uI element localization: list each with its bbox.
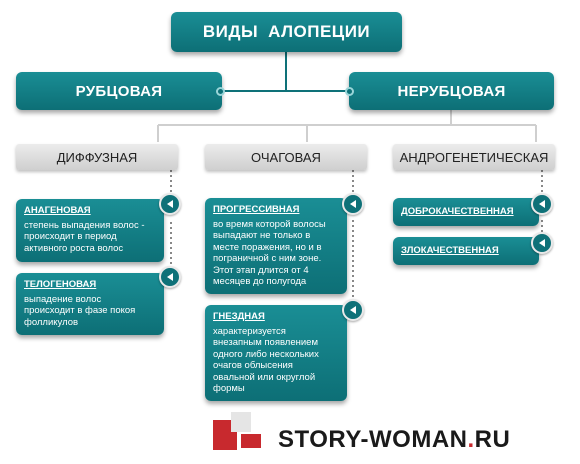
arrow-left-icon bbox=[159, 266, 181, 288]
logo-name: STORY-WOMAN bbox=[278, 426, 468, 453]
card-benign-heading: ДОБРОКАЧЕСТВЕННАЯ bbox=[401, 206, 514, 218]
diagram-title: ВИДЫ АЛОПЕЦИИ bbox=[171, 12, 402, 52]
card-telogen: ТЕЛОГЕНОВАЯ выпадение волос происходит в… bbox=[16, 273, 164, 335]
site-logo-text[interactable]: STORY-WOMAN.RU bbox=[278, 426, 510, 454]
card-nested-heading: ГНЕЗДНАЯ bbox=[213, 311, 265, 322]
logo-dot: . bbox=[467, 426, 475, 453]
subtype-androgenetic-label: АНДРОГЕНЕТИЧЕСКАЯ bbox=[399, 149, 549, 165]
card-progressive-heading: ПРОГРЕССИВНАЯ bbox=[213, 204, 300, 215]
connector-dot-icon bbox=[216, 87, 225, 96]
card-anagen-heading: АНАГЕНОВАЯ bbox=[24, 205, 91, 216]
category-non-scarring: НЕРУБЦОВАЯ bbox=[349, 72, 554, 110]
card-telogen-text: выпадение волос происходит в фазе покоя … bbox=[24, 293, 136, 328]
arrow-left-icon bbox=[531, 193, 553, 215]
story-woman-logo-icon bbox=[213, 412, 261, 450]
title-word-1: ВИДЫ bbox=[202, 22, 259, 41]
subtype-diffuse: ДИФФУЗНАЯ bbox=[16, 144, 178, 170]
card-anagen: АНАГЕНОВАЯ степень выпадения волос - про… bbox=[16, 199, 164, 262]
category-scarring-label: РУБЦОВАЯ bbox=[75, 82, 163, 100]
subtype-focal-label: ОЧАГОВАЯ bbox=[251, 149, 321, 165]
connector-dot-icon bbox=[345, 87, 354, 96]
arrow-left-icon bbox=[342, 299, 364, 321]
arrow-left-icon bbox=[159, 193, 181, 215]
subtype-focal: ОЧАГОВАЯ bbox=[205, 144, 367, 170]
subtype-diffuse-label: ДИФФУЗНАЯ bbox=[56, 149, 138, 165]
card-nested: ГНЕЗДНАЯ характеризуется внезапным появл… bbox=[205, 305, 347, 401]
card-benign: ДОБРОКАЧЕСТВЕННАЯ bbox=[393, 198, 539, 226]
card-nested-text: характеризуется внезапным появлением одн… bbox=[213, 325, 319, 395]
card-telogen-heading: ТЕЛОГЕНОВАЯ bbox=[24, 279, 97, 290]
arrow-left-icon bbox=[531, 232, 553, 254]
card-progressive: ПРОГРЕССИВНАЯ во время которой волосы вы… bbox=[205, 198, 347, 294]
arrow-left-icon bbox=[342, 193, 364, 215]
subtype-androgenetic: АНДРОГЕНЕТИЧЕСКАЯ bbox=[393, 144, 555, 170]
card-progressive-text: во время которой волосы выпадают не толь… bbox=[213, 218, 326, 288]
logo-tld: RU bbox=[474, 426, 511, 453]
category-non-scarring-label: НЕРУБЦОВАЯ bbox=[397, 82, 506, 100]
category-scarring: РУБЦОВАЯ bbox=[16, 72, 222, 110]
title-word-2: АЛОПЕЦИИ bbox=[268, 22, 371, 41]
card-anagen-text: степень выпадения волос - происходит в п… bbox=[24, 219, 145, 254]
card-malignant-heading: ЗЛОКАЧЕСТВЕННАЯ bbox=[401, 245, 499, 257]
card-malignant: ЗЛОКАЧЕСТВЕННАЯ bbox=[393, 237, 539, 265]
